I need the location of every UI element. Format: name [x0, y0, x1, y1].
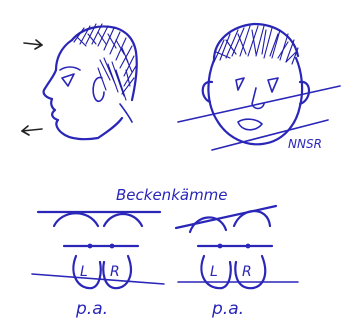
right-hip-point-r: [246, 244, 251, 249]
right-view-label: p.a.: [211, 299, 244, 319]
left-hip-point-l: [88, 244, 93, 249]
right-hip-point-l: [218, 244, 223, 249]
left-hip-point-r: [110, 244, 115, 249]
right-hip-label-l: L: [210, 264, 218, 280]
left-view-label: p.a.: [75, 299, 108, 319]
right-hip-label-r: R: [242, 264, 252, 280]
nnsr-label: NNSR: [288, 137, 322, 151]
beckenkamme-title: Beckenkämme: [116, 186, 228, 204]
left-hip-label-l: L: [80, 264, 88, 280]
left-hip-label-r: R: [110, 264, 120, 280]
